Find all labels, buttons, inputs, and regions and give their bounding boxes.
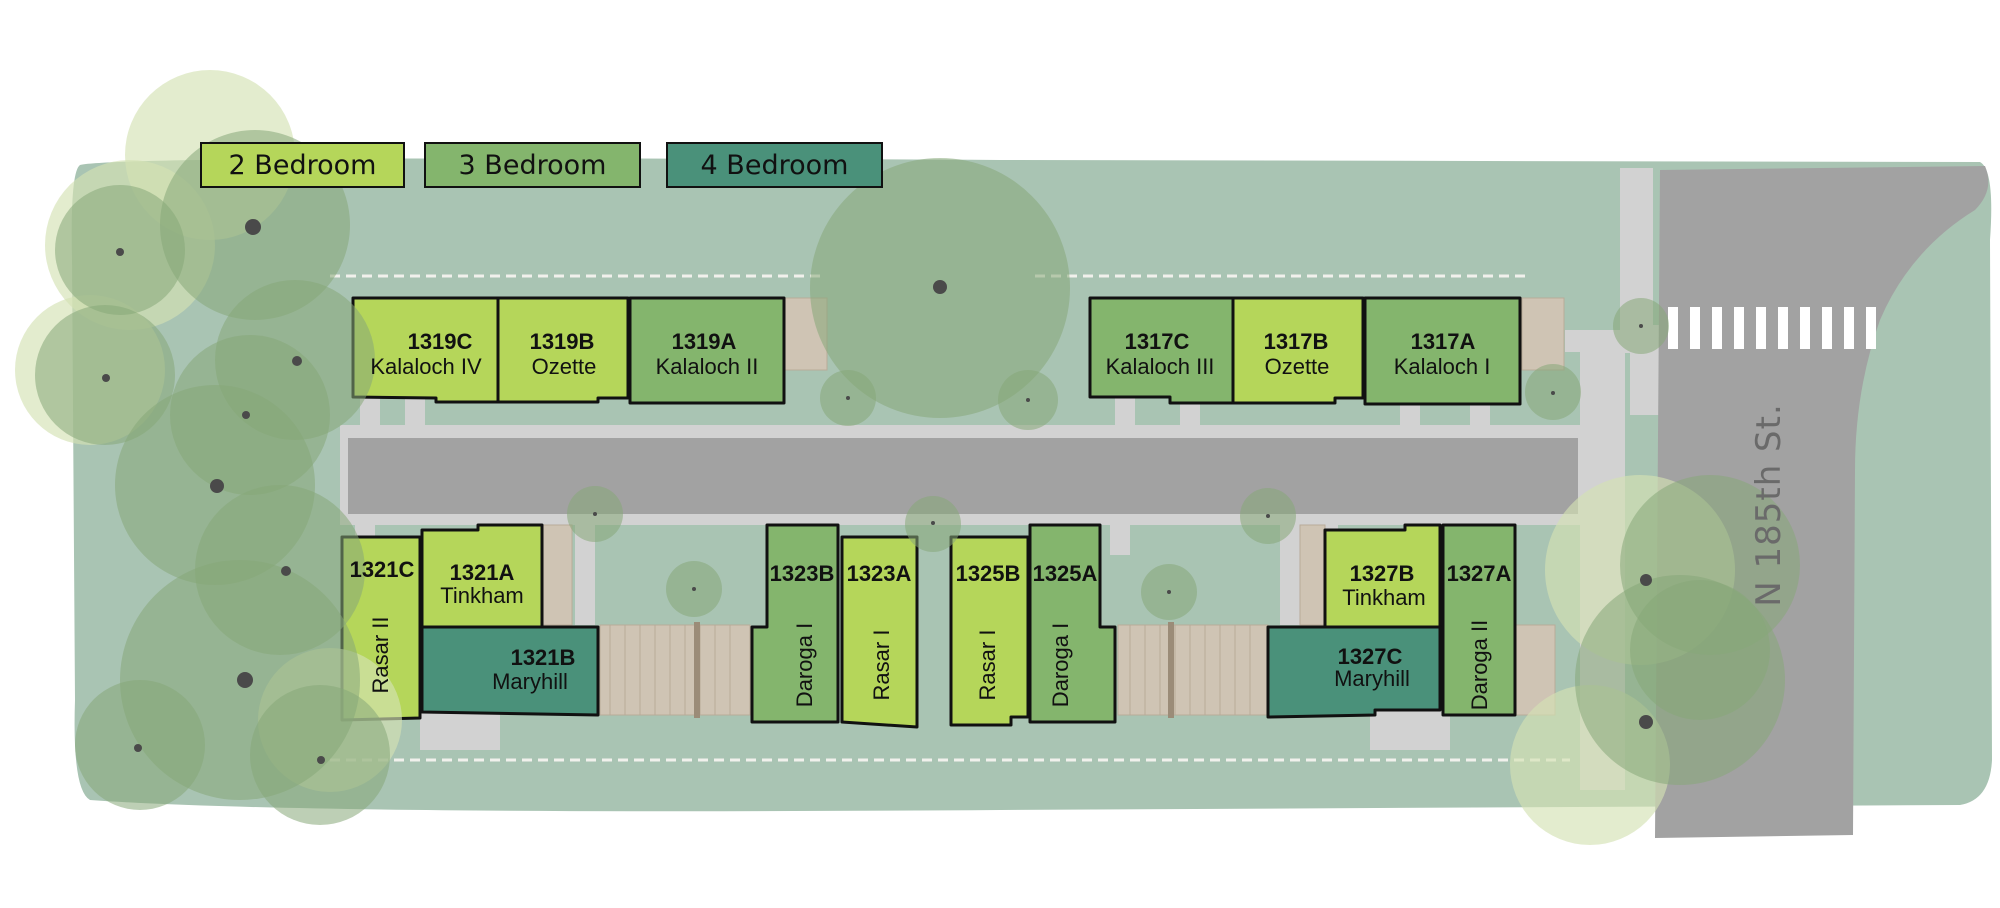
unit-name-1323A: Rasar I bbox=[869, 630, 894, 701]
street-label: N 185th St. bbox=[1749, 403, 1789, 607]
unit-labels: 1319C Kalaloch IV 1319B Ozette 1319A Kal… bbox=[350, 329, 1512, 710]
footprint-1327A bbox=[1441, 523, 1517, 717]
legend-label-2-bedroom: 2 Bedroom bbox=[228, 149, 377, 181]
legend-3-bedroom: 3 Bedroom bbox=[424, 142, 641, 188]
legend-2-bedroom: 2 Bedroom bbox=[200, 142, 405, 188]
unit-name-1319B: Ozette bbox=[532, 354, 597, 379]
unit-number-1317A: 1317A bbox=[1411, 329, 1476, 354]
unit-number-1319B: 1319B bbox=[530, 329, 595, 354]
unit-name-1321C: Rasar II bbox=[368, 616, 393, 693]
label-1323B: 1323B Daroga I bbox=[770, 561, 835, 707]
footprint-1323B bbox=[750, 523, 840, 724]
unit-number-1327A: 1327A bbox=[1447, 561, 1512, 586]
unit-number-1327B: 1327B bbox=[1350, 561, 1415, 586]
unit-name-1317B: Ozette bbox=[1265, 354, 1330, 379]
footprint-1319A bbox=[628, 296, 786, 405]
label-1325B: 1325B Rasar I bbox=[956, 561, 1021, 700]
label-1317A: 1317A Kalaloch I bbox=[1394, 329, 1491, 379]
label-1327B: 1327B Tinkham bbox=[1342, 561, 1426, 610]
central-drive bbox=[348, 438, 1578, 514]
label-1327C: 1327C Maryhill bbox=[1334, 644, 1410, 691]
tree-trunks bbox=[102, 219, 1653, 764]
label-1323A: 1323A Rasar I bbox=[847, 561, 912, 700]
unit-name-1317A: Kalaloch I bbox=[1394, 354, 1491, 379]
unit-name-1323B: Daroga I bbox=[792, 623, 817, 707]
unit-number-1323B: 1323B bbox=[770, 561, 835, 586]
unit-name-1319C: Kalaloch IV bbox=[370, 354, 482, 379]
unit-number-1319A: 1319A bbox=[672, 329, 737, 354]
label-1317C: 1317C Kalaloch III bbox=[1106, 329, 1215, 379]
unit-name-1321B: Maryhill bbox=[492, 669, 568, 694]
label-1317B: 1317B Ozette bbox=[1264, 329, 1330, 379]
label-1321B: 1321B Maryhill bbox=[492, 645, 575, 694]
footprint-1325B bbox=[949, 535, 1030, 727]
legend-4-bedroom: 4 Bedroom bbox=[666, 142, 883, 188]
label-1319B: 1319B Ozette bbox=[530, 329, 597, 379]
footprint-1319B bbox=[496, 296, 630, 404]
unit-number-1321B: 1321B bbox=[511, 645, 576, 670]
unit-number-1317C: 1317C bbox=[1125, 329, 1190, 354]
unit-number-1319C: 1319C bbox=[408, 329, 473, 354]
label-1319C: 1319C Kalaloch IV bbox=[370, 329, 482, 379]
unit-name-1327B: Tinkham bbox=[1342, 585, 1426, 610]
footprint-1317B bbox=[1231, 296, 1365, 405]
unit-name-1327C: Maryhill bbox=[1334, 666, 1410, 691]
footprint-1325A bbox=[1028, 523, 1117, 724]
unit-number-1327C: 1327C bbox=[1338, 644, 1403, 669]
fence-lines bbox=[330, 274, 1570, 762]
unit-name-1317C: Kalaloch III bbox=[1106, 354, 1215, 379]
unit-number-1321A: 1321A bbox=[450, 560, 515, 585]
unit-name-1327A: Daroga II bbox=[1467, 620, 1492, 711]
unit-name-1321A: Tinkham bbox=[440, 583, 524, 608]
label-1327A: 1327A Daroga II bbox=[1447, 561, 1512, 710]
label-1319A: 1319A Kalaloch II bbox=[656, 329, 759, 379]
label-1325A: 1325A Daroga I bbox=[1033, 561, 1098, 707]
legend-label-4-bedroom: 4 Bedroom bbox=[700, 149, 849, 181]
footprint-1321B bbox=[420, 625, 600, 717]
unit-name-1325B: Rasar I bbox=[975, 630, 1000, 701]
unit-number-1323A: 1323A bbox=[847, 561, 912, 586]
unit-footprints bbox=[340, 296, 1522, 729]
legend-label-3-bedroom: 3 Bedroom bbox=[458, 149, 607, 181]
unit-number-1325A: 1325A bbox=[1033, 561, 1098, 586]
deck-post-right bbox=[1168, 622, 1174, 718]
unit-name-1325A: Daroga I bbox=[1048, 623, 1073, 707]
unit-number-1325B: 1325B bbox=[956, 561, 1021, 586]
label-1321C: 1321C Rasar II bbox=[350, 557, 415, 694]
unit-name-1319A: Kalaloch II bbox=[656, 354, 759, 379]
crosswalk bbox=[1668, 307, 1876, 349]
unit-number-1321C: 1321C bbox=[350, 557, 415, 582]
footprint-1323A bbox=[840, 535, 919, 729]
deck-post-left bbox=[694, 622, 700, 718]
footprint-1327C bbox=[1266, 625, 1442, 719]
footprint-1317A bbox=[1363, 296, 1522, 406]
unit-number-1317B: 1317B bbox=[1264, 329, 1329, 354]
label-1321A: 1321A Tinkham bbox=[440, 560, 524, 608]
